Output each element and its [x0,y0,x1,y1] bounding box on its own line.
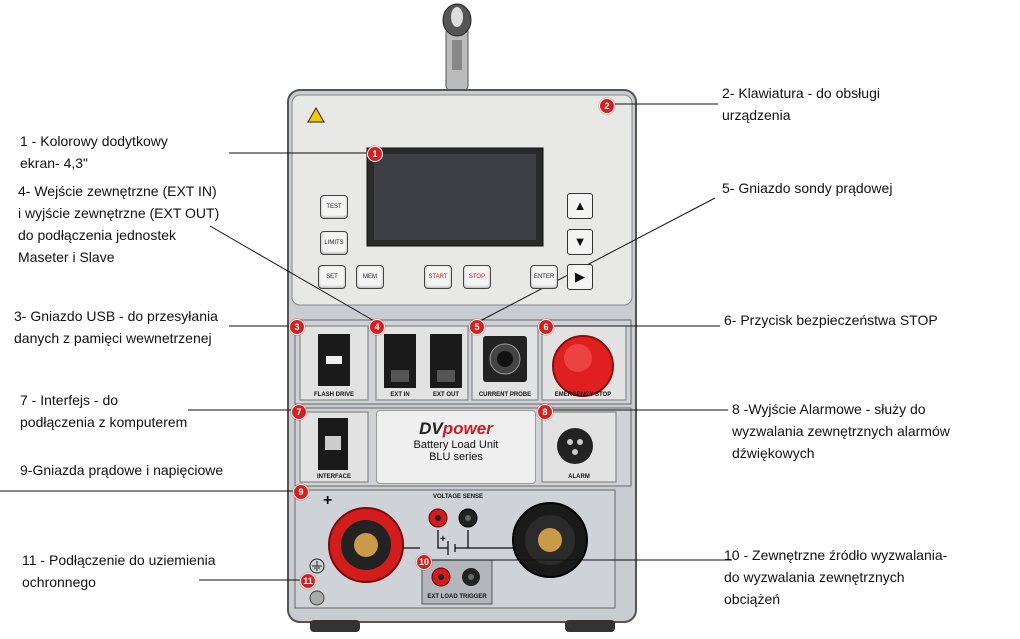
callout-trigger: 10 - Zewnętrzne źródło wyzwalania-do wyz… [724,547,948,607]
arrow-right-icon: ▶ [575,269,585,284]
brand-logo: DVpower [419,419,493,438]
badge-5: 5 [469,319,485,335]
carry-handle [442,3,472,91]
limits-button[interactable]: LIMITS [320,231,348,255]
voltage-sense-label: VOLTAGE SENSE [432,494,484,500]
badge-11: 11 [300,573,316,589]
flash-drive-label: FLASH DRIVE [313,392,354,398]
ground-terminal[interactable] [309,590,325,606]
set-button[interactable]: SET [318,265,346,289]
badge-1: 1 [367,146,383,162]
stop-button[interactable]: STOP [463,265,491,289]
enter-button[interactable]: ENTER [530,265,558,289]
arrow-right-button[interactable]: ▶ [567,264,593,290]
badge-4: 4 [369,319,385,335]
current-probe-label: CURRENT PROBE [478,392,532,398]
emergency-stop-label: EMERGENCY STOP [554,392,612,398]
mem-button[interactable]: MEM [356,265,384,289]
alarm-label: ALARM [568,474,590,480]
model-name: Battery Load Unit [413,439,499,451]
badge-6: 6 [538,319,554,335]
ext-in-label: EXT IN [390,392,410,398]
badge-3: 3 [289,319,305,335]
interface-label: INTERFACE [316,474,351,480]
ext-out-label: EXT OUT [432,392,459,398]
badge-9: 9 [293,484,309,500]
model-series: BLU series [429,451,483,463]
plus-sign: + [323,492,333,509]
badge-10: 10 [416,554,432,570]
callout-stop: 6- Przycisk bezpieczeństwa STOP [724,312,938,328]
arrow-up-icon: ▲ [573,198,587,213]
warning-icon [307,106,325,123]
ground-icon [309,558,325,574]
plus-sign-small: + [440,534,446,545]
badge-7: 7 [291,404,307,420]
badge-2: 2 [599,98,615,114]
arrow-down-button[interactable]: ▼ [567,229,593,255]
callout-sockets: 9-Gniazda prądowe i napięciowe [20,462,224,478]
arrow-up-button[interactable]: ▲ [567,193,593,219]
brand-plate: DVpower Battery Load Unit BLU series [376,410,536,484]
alarm-connector[interactable] [557,428,593,464]
arrow-down-icon: ▼ [573,234,587,249]
test-button[interactable]: TEST [320,195,348,219]
callout-ext: 4- Wejście zewnętrzne (EXT IN)i wyjście … [18,183,220,265]
badge-8: 8 [537,404,553,420]
ext-load-trigger-label: EXT LOAD TRIGGER [427,594,487,600]
start-button[interactable]: START [424,265,452,289]
callout-probe: 5- Gniazdo sondy prądowej [722,180,893,196]
